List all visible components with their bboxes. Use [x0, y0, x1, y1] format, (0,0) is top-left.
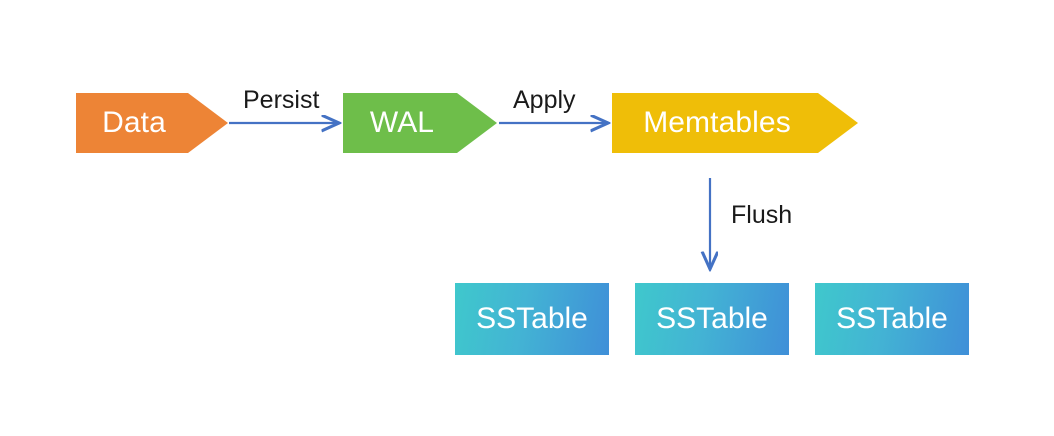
node-data-label: Data: [102, 106, 166, 139]
node-sstable-1-label: SSTable: [476, 302, 588, 335]
node-sstable-3[interactable]: SSTable: [815, 283, 969, 355]
node-wal-label: WAL: [369, 106, 435, 139]
node-sstable-2-label: SSTable: [656, 302, 768, 335]
node-wal[interactable]: WAL: [343, 93, 497, 153]
edge-label-apply: Apply: [513, 86, 576, 114]
node-memtables[interactable]: Memtables: [612, 93, 858, 153]
node-memtables-label: Memtables: [643, 106, 791, 139]
edge-label-flush: Flush: [731, 201, 793, 229]
node-sstable-1[interactable]: SSTable: [455, 283, 609, 355]
node-sstable-2[interactable]: SSTable: [635, 283, 789, 355]
node-data[interactable]: Data: [76, 93, 228, 153]
node-sstable-3-label: SSTable: [836, 302, 948, 335]
edge-label-persist: Persist: [243, 86, 320, 114]
